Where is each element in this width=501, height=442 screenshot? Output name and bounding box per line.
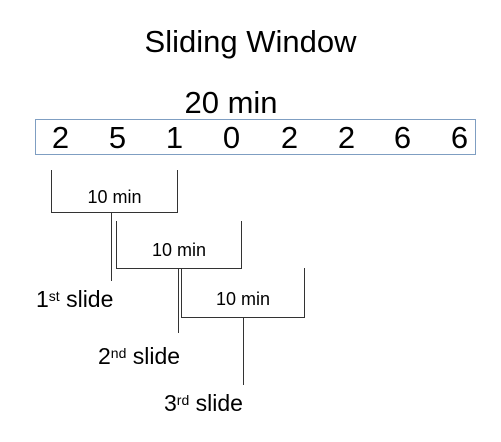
stream-value-4: 0: [222, 120, 241, 155]
window-3-label: 10 min: [215, 289, 271, 309]
stream-value-8: 6: [450, 120, 469, 155]
stream-value-2: 5: [108, 120, 127, 155]
slide-3-label: 3rd slide: [164, 390, 243, 416]
window-1-bracket: [51, 170, 178, 213]
window-2-bracket: [116, 221, 242, 269]
window-3-bracket: [181, 268, 305, 318]
stream-value-5: 2: [280, 120, 299, 155]
diagram-title: Sliding Window: [144, 24, 357, 59]
stream-value-1: 2: [51, 120, 70, 155]
slide-2-label: 2nd slide: [98, 343, 181, 369]
stream-value-6: 2: [337, 120, 356, 155]
data-stream-box: 2 5 1 0 2 2 6 6: [35, 119, 476, 155]
stream-value-7: 6: [393, 120, 412, 155]
window-2-pointer: [178, 269, 179, 333]
window-3-pointer: [243, 318, 244, 385]
stream-duration-label: 20 min: [184, 85, 278, 120]
window-1-pointer: [111, 213, 112, 281]
window-1-label: 10 min: [87, 187, 142, 207]
window-2-label: 10 min: [151, 240, 207, 260]
stream-value-3: 1: [165, 120, 184, 155]
slide-1-label: 1st slide: [36, 286, 114, 312]
